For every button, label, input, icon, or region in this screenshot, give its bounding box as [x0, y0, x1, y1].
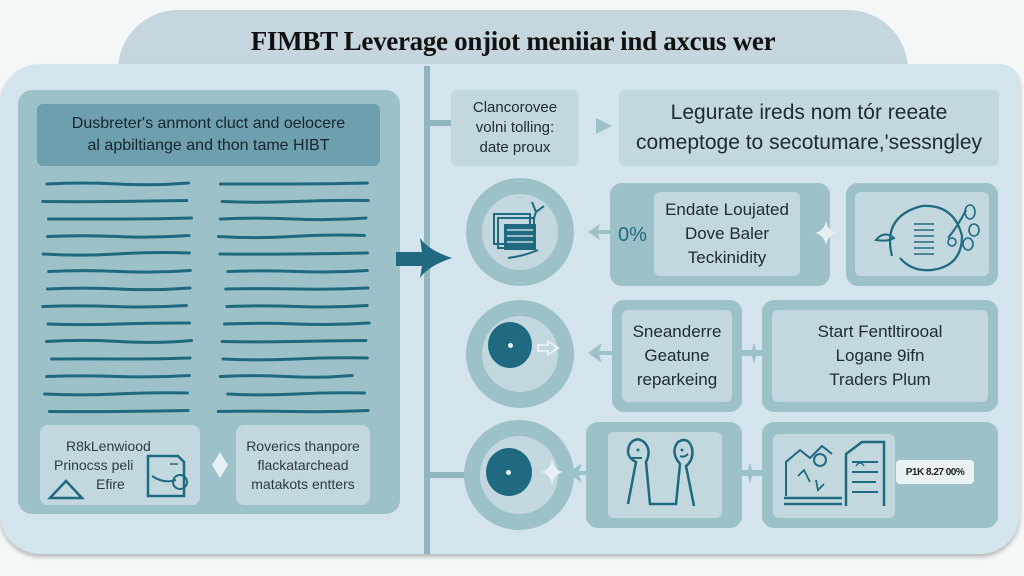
document-text-line [218, 216, 368, 222]
row1-small-card: Clancorovee volni tolling: date proux [451, 90, 579, 166]
row1-large-card: Legurate ireds nom tór reeate comeptoge … [619, 90, 999, 166]
row1-small-card-line-3: date proux [479, 139, 551, 156]
row1-large-card-line-1: Legurate ireds nom tór reeate [670, 101, 948, 124]
row1-small-card-line-1: Clancorovee [472, 99, 558, 116]
document-text-line [221, 356, 369, 362]
document-text-line [45, 338, 193, 344]
page-title: FIMBT Leverage onjiot meniiar ind axcus … [250, 26, 776, 56]
document-text-line [45, 181, 191, 187]
document-text-line [41, 199, 189, 204]
row3-card1-line-1: Sneanderre [632, 322, 722, 341]
row4-left-arrow-icon [568, 463, 592, 483]
document-text-line [41, 251, 191, 257]
row3-small-arrow-icon [537, 340, 560, 356]
row3-text-card-2-inner: Start Fentltirooal Logane 9ifn Traders P… [772, 310, 988, 402]
document-text-line [41, 304, 188, 309]
row2-text-card-inner: Endate Loujated Dove Baler Teckinidity [654, 192, 800, 276]
row4-connector-icon [738, 462, 762, 484]
document-text-line [223, 321, 371, 327]
document-hand-icon [146, 454, 188, 498]
document-stack-icon [493, 201, 545, 259]
document-header-line-2: al apbiltiange and thon tame HIBT [87, 137, 330, 154]
risk-card-line-1: R8kLenwiood [66, 437, 151, 454]
row3-left-arrow-icon [588, 343, 612, 363]
cycle-document-plant-icon [874, 204, 980, 272]
row1-small-card-line-2: volni tolling: [475, 119, 555, 136]
row4-dial-center [506, 470, 511, 475]
vertical-divider [424, 66, 430, 554]
document-text-line [50, 356, 192, 361]
document-text-line [226, 391, 366, 397]
row2-left-arrow-icon [588, 224, 610, 240]
document-text-line [45, 286, 192, 292]
document-text-line [47, 409, 190, 414]
row3-card1-line-3: reparkeing [636, 370, 718, 389]
document-text-line [46, 234, 191, 239]
document-text-line [225, 304, 369, 309]
document-text-line [217, 233, 366, 240]
row3-card2-line-1: Start Fentltirooal [817, 322, 943, 341]
row2-percent-label: 0% [618, 224, 647, 246]
risk-card-line-2: Prinocss peli [54, 456, 134, 473]
diamond-arrow-icon [212, 452, 228, 478]
document-text-line [47, 216, 194, 221]
document-text-line [218, 374, 354, 379]
row4-sparkle-icon [541, 459, 563, 485]
row2-sparkle-connector-icon [815, 221, 837, 245]
row2-text-line-1: Endate Loujated [665, 200, 789, 219]
document-text-line [218, 251, 369, 256]
reference-card-line-3: matakots entters [251, 475, 355, 492]
document-text-line [47, 269, 192, 274]
document-text-line [216, 409, 370, 414]
document-text-line [220, 198, 370, 204]
row3-card2-line-2: Logane 9ifn [835, 346, 925, 365]
document-text-line [218, 181, 369, 186]
document-text-line [226, 269, 369, 274]
two-figures-icon [626, 438, 696, 507]
row3-card2-line-3: Traders Plum [829, 370, 931, 389]
document-text-line [224, 286, 370, 291]
document-text-line [43, 391, 189, 397]
document-text-line [220, 339, 368, 344]
chart-document-icon [784, 440, 886, 506]
row3-text-card-1-inner: Sneanderre Geatune reparkeing [622, 310, 732, 402]
document-text-line [46, 321, 192, 327]
value-badge: P1K 8.27 00% [896, 460, 974, 484]
row3-card1-line-2: Geatune [644, 346, 710, 365]
warning-triangle-icon [47, 479, 85, 500]
reference-card-line-2: flackatarchead [257, 456, 349, 473]
document-text-line [45, 374, 191, 379]
reference-card: Roverics thanpore flackatarchead matakot… [236, 425, 370, 505]
document-header-line-1: Dusbreter's anmont cluct and oelocere [71, 115, 346, 132]
row1-large-card-line-2: comeptoge to secotumare,'sessngley [635, 131, 983, 154]
row2-text-line-2: Dove Baler [684, 224, 770, 243]
row2-text-line-3: Teckinidity [687, 248, 767, 267]
row3-dial-center [508, 343, 513, 348]
arrow-right-icon [396, 238, 452, 278]
risk-card: R8kLenwiood Prinocss peli Efire [40, 425, 200, 505]
document-header: Dusbreter's anmont cluct and oelocere al… [37, 104, 380, 166]
risk-card-line-3: Efire [96, 475, 125, 492]
reference-card-line-1: Roverics thanpore [246, 437, 360, 454]
row3-connector-icon [740, 342, 766, 364]
